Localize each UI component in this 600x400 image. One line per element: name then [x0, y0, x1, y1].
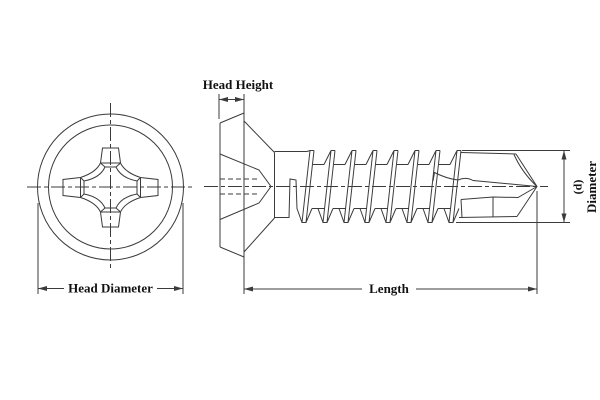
pilot-top-line	[460, 152, 517, 155]
head-height-arrow-right	[235, 97, 244, 102]
head-height-label: Head Height	[203, 77, 274, 92]
lower-flute-facet	[460, 186, 538, 218]
length-arrow-left	[244, 286, 253, 292]
recess-hidden-lines	[220, 178, 258, 195]
diameter-symbol-label: (d)	[571, 180, 585, 195]
length-label: Length	[369, 281, 410, 296]
diameter-label: Diameter	[584, 161, 599, 213]
length-arrow-right	[528, 286, 537, 292]
front-view	[27, 103, 194, 271]
upper-cutting-edge	[432, 171, 538, 187]
head-diameter-arrow-right	[174, 286, 183, 291]
head-diameter-dimension: Head Diameter	[37, 203, 184, 296]
diameter-extension-lines	[456, 150, 570, 223]
head-diameter-extension-lines	[37, 203, 184, 294]
diameter-arrow-bottom	[561, 213, 567, 223]
head-chamfers	[219, 112, 245, 258]
phillips-wing-bases	[80, 162, 141, 213]
head-diameter-label: Head Diameter	[68, 281, 153, 296]
head-diameter-arrow-left	[38, 286, 47, 291]
thread-lines	[296, 150, 462, 223]
diameter-arrow-top	[561, 150, 567, 160]
recess-profile	[219, 153, 272, 220]
shank-start-lines	[274, 151, 307, 218]
countersunk-head	[219, 112, 275, 258]
drill-point	[432, 152, 538, 218]
phillips-recess-outline	[62, 147, 159, 228]
pilot-bottom-line	[458, 216, 518, 218]
side-view	[204, 112, 548, 258]
head-cone-surfaces	[243, 120, 275, 253]
phillips-wall-edges	[80, 163, 141, 212]
head-height-arrow-left	[219, 97, 228, 102]
flute-curve	[513, 154, 538, 187]
length-dimension: Length	[244, 191, 538, 296]
diameter-dimension: (d) Diameter	[456, 150, 599, 223]
threaded-shank	[274, 150, 462, 223]
head-height-dimension: Head Height	[203, 77, 274, 294]
thread-runout	[288, 178, 298, 219]
